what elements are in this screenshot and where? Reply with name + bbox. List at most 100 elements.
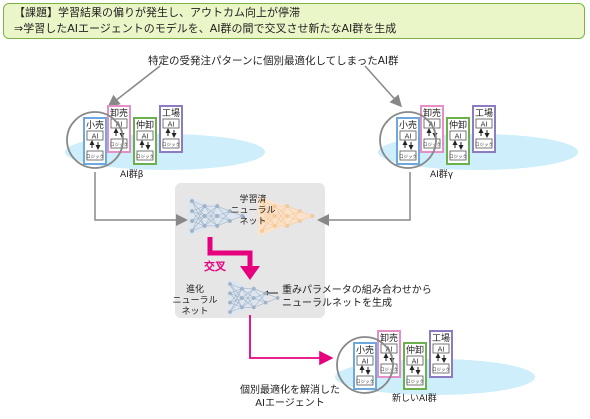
net-edge xyxy=(299,210,313,217)
agent-logic-text: ロジック xyxy=(86,154,104,160)
agent-logic-text: ロジック xyxy=(432,367,450,373)
neural-nets-layer xyxy=(188,196,315,318)
net-node xyxy=(202,214,207,218)
net-edge xyxy=(241,288,254,299)
agent-label: 工場 xyxy=(475,107,493,119)
agent-logic-text: ロジック xyxy=(110,142,128,148)
net-node xyxy=(263,291,268,296)
net-node xyxy=(260,218,264,223)
agent-ai-box xyxy=(380,343,398,354)
agent-3: 工場 AI ロジック xyxy=(159,105,183,153)
agent-ai-text: AI xyxy=(405,133,412,141)
net-edge xyxy=(217,210,230,217)
net-edge xyxy=(229,288,243,313)
agent-ai-text: AI xyxy=(92,133,99,141)
net-edge xyxy=(229,283,243,289)
agent-ai-box xyxy=(406,355,424,366)
net-edge xyxy=(229,297,243,313)
agent-logic-box xyxy=(423,138,441,149)
agent-logic-box xyxy=(162,138,180,149)
net-edge xyxy=(229,215,243,222)
agent-logic-box xyxy=(406,375,424,386)
net-edge xyxy=(253,293,266,308)
net-node xyxy=(260,209,264,214)
agent-0: 小売 AI ロジック xyxy=(83,117,107,165)
net-edge xyxy=(261,215,275,232)
net-node xyxy=(297,209,302,214)
net-node xyxy=(227,209,232,214)
resolved-text: 個別最適化を解消した AIエージェント xyxy=(234,384,346,410)
net-edge xyxy=(204,205,218,227)
net-edge xyxy=(265,293,278,299)
evolved-net xyxy=(228,282,280,314)
net-edge xyxy=(241,297,254,308)
learned-net-line-1: 学習済 xyxy=(239,195,267,205)
agent-ai-text: AI xyxy=(362,358,369,366)
net-edge xyxy=(253,293,266,299)
arrow-to-beta xyxy=(107,65,161,107)
net-node xyxy=(202,223,207,228)
net-edge xyxy=(287,205,300,212)
agent-logic-text: ロジック xyxy=(162,142,180,148)
net-edge xyxy=(204,215,218,227)
net-edge xyxy=(191,205,205,212)
net-node xyxy=(190,218,194,223)
resolved-line-1: 個別最適化を解消した xyxy=(240,385,340,396)
group-beta-label: AI群β xyxy=(120,170,144,180)
net-edge xyxy=(274,205,288,227)
crossover-arrow-head xyxy=(240,266,260,280)
net-node xyxy=(285,204,290,209)
agent-logic-box xyxy=(86,150,104,161)
net-edge xyxy=(217,205,230,212)
net-edge xyxy=(229,210,243,217)
agent-logic-text: ロジック xyxy=(399,154,417,160)
net-edge xyxy=(241,288,255,308)
net-edge xyxy=(229,288,243,294)
agent-logic-text: ロジック xyxy=(406,379,424,385)
banner-line-1: 【課題】学習結果の偏りが発生し、アウトカム向上が停滞 xyxy=(14,6,300,19)
agent-logic-box xyxy=(399,150,417,161)
net-node xyxy=(251,286,256,291)
net-node xyxy=(240,296,244,300)
generation-line-2: ニューラルネットを生成 xyxy=(282,298,392,309)
net-edge xyxy=(191,215,205,232)
net-node xyxy=(263,300,268,305)
agent-ai-text: AI xyxy=(168,121,175,129)
banner-line-2: ⇒学習したAIエージェントのモデルを、AI群の間で交叉させ新たなAI群を生成 xyxy=(14,22,397,35)
agent-label: 小売 xyxy=(86,119,104,131)
net-node xyxy=(285,214,290,218)
subtitle: 特定の受発注パターンに個別最適化してしまったAI群 xyxy=(148,55,399,67)
resolved-line-2: AIエージェント xyxy=(255,398,325,409)
net-node xyxy=(215,214,220,218)
net-node xyxy=(272,204,277,209)
agent-logic-text: ロジック xyxy=(136,154,154,160)
generation-line-1: 重みパラメータの組み合わせから xyxy=(282,285,432,296)
agent-logic-text: ロジック xyxy=(449,154,467,160)
agent-ai-text: AI xyxy=(142,133,149,141)
crossover-label: 交叉 xyxy=(204,260,226,273)
net-node xyxy=(227,218,232,223)
agent-label: 工場 xyxy=(162,107,180,119)
net-edge xyxy=(274,215,288,227)
net-node xyxy=(228,291,232,296)
net-edge xyxy=(287,210,300,217)
net-node xyxy=(272,214,277,218)
net-node xyxy=(310,214,315,218)
agent-ai-box xyxy=(449,130,467,141)
net-edge xyxy=(191,200,205,207)
net-edge xyxy=(204,205,218,217)
net-edge xyxy=(191,205,205,222)
agent-logic-box xyxy=(136,150,154,161)
net-node xyxy=(251,296,256,300)
net-node xyxy=(285,223,290,228)
focus-circle xyxy=(379,111,437,169)
net-node xyxy=(240,305,244,310)
agent-ai-box xyxy=(110,118,128,129)
